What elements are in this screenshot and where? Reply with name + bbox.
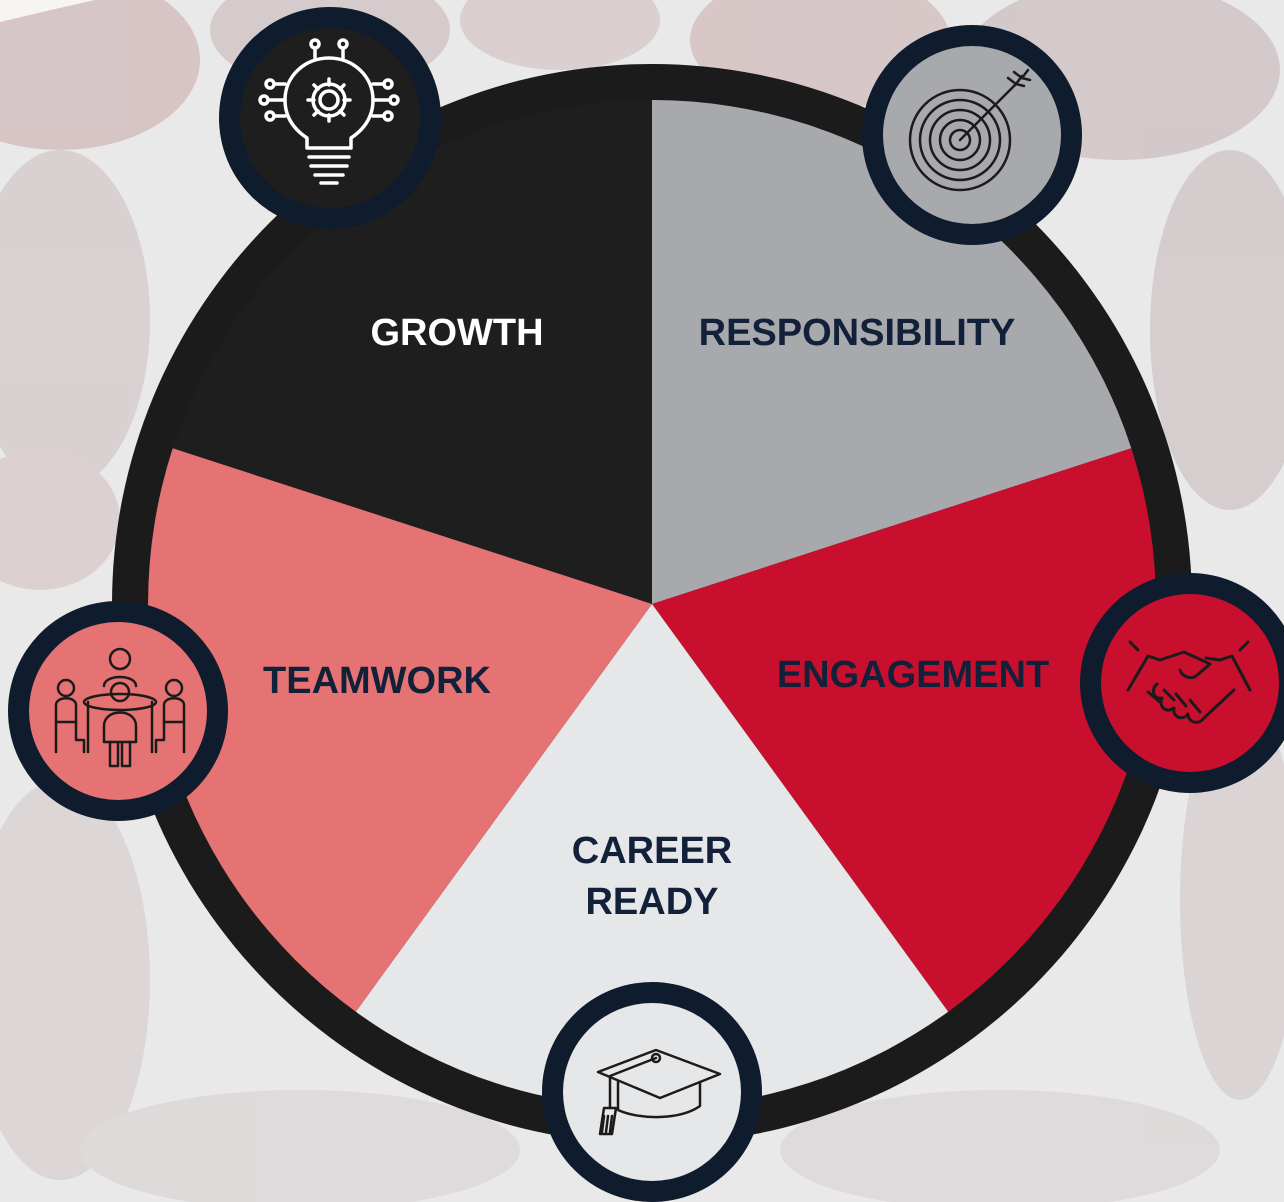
lightbulb-gear-icon — [258, 38, 400, 185]
label-engagement: ENGAGEMENT — [777, 654, 1049, 696]
team-meeting-icon — [54, 647, 186, 768]
handshake-icon — [1126, 640, 1252, 724]
label-career-ready-line2: READY — [585, 881, 718, 923]
badge-responsibility — [862, 25, 1082, 245]
label-teamwork: TEAMWORK — [263, 660, 492, 702]
target-arrow-icon — [908, 68, 1032, 192]
segment-responsibility — [652, 100, 1132, 604]
label-career-ready-line1: CAREER — [572, 830, 732, 872]
badge-career-ready — [542, 982, 762, 1202]
label-growth: GROWTH — [370, 312, 543, 354]
segment-engagement — [652, 448, 1156, 1012]
segment-growth — [172, 100, 652, 604]
badge-teamwork — [8, 601, 228, 821]
badge-growth — [219, 7, 441, 229]
graduation-cap-icon — [596, 1048, 722, 1136]
segment-career-ready — [355, 604, 949, 1108]
label-responsibility: RESPONSIBILITY — [699, 312, 1016, 354]
badge-engagement — [1080, 573, 1284, 793]
segment-teamwork — [148, 448, 653, 1012]
